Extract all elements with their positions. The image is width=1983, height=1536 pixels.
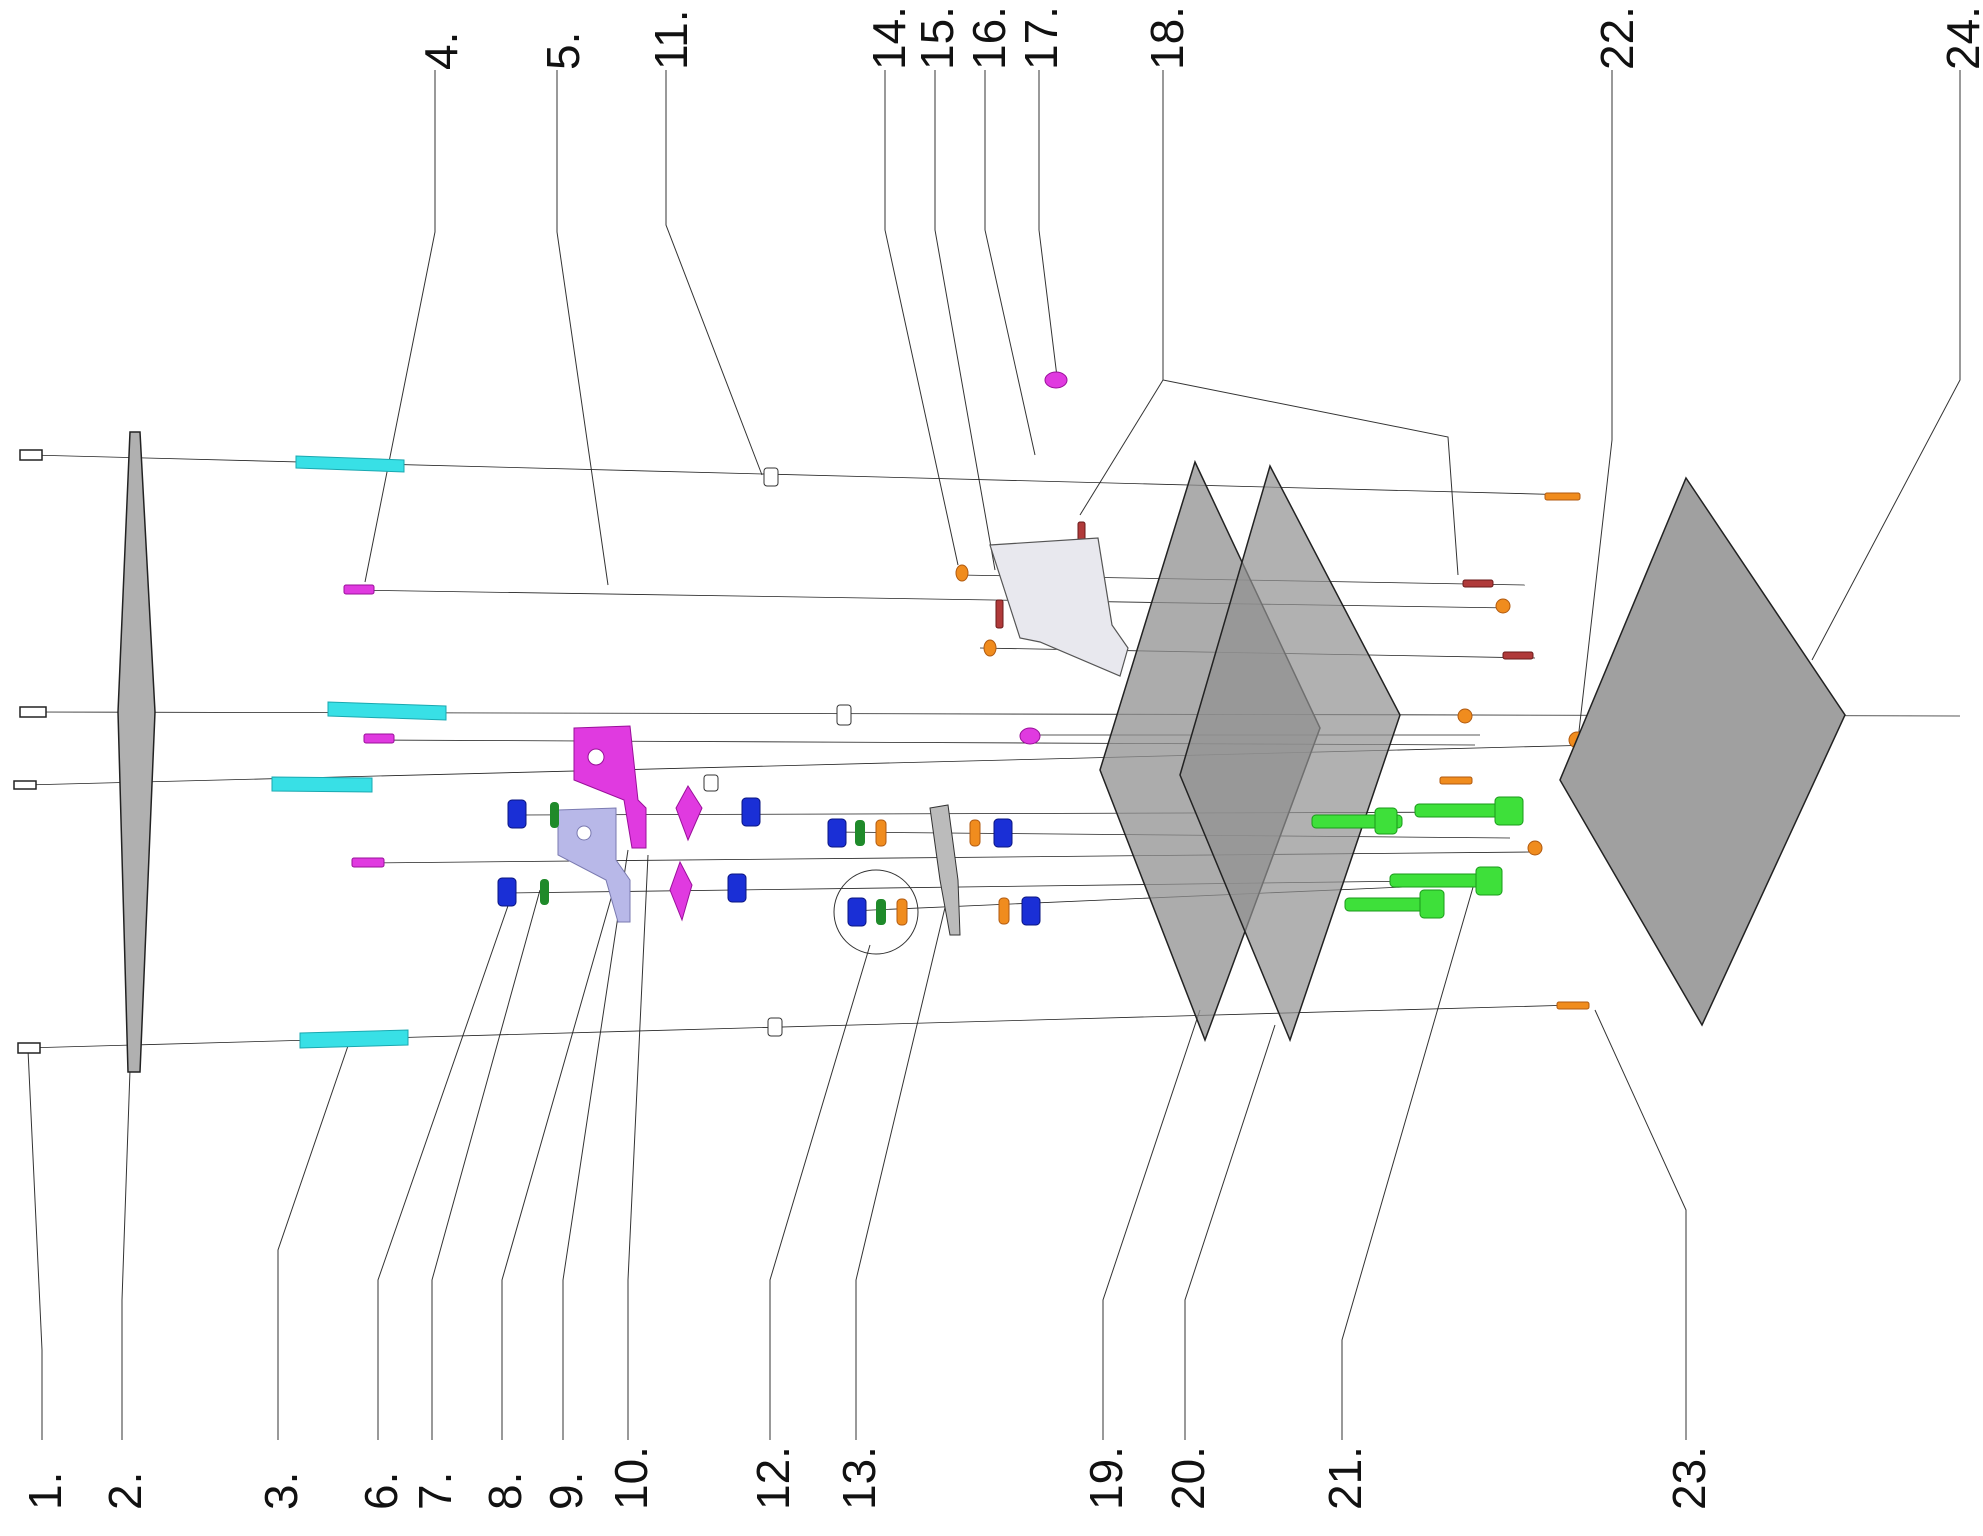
magenta-parts [343, 371, 1068, 922]
cyan-standoffs [271, 455, 447, 1049]
label-top-17: 17. [1015, 6, 1067, 70]
label-top-24: 24. [1937, 6, 1983, 70]
top-plate [117, 431, 156, 1073]
small-nuts [703, 467, 852, 1037]
label-bottom-2: 2. [99, 1471, 151, 1510]
label-bottom-21: 21. [1319, 1446, 1371, 1510]
label-bottom-10: 10. [605, 1446, 657, 1510]
label-top-4: 4. [415, 31, 467, 70]
blue-nuts [497, 797, 1041, 927]
label-top-14: 14. [863, 6, 915, 70]
spacer-bracket [929, 804, 961, 936]
label-bottom-19: 19. [1080, 1446, 1132, 1510]
circle-callout-12 [833, 869, 919, 955]
label-bottom-1: 1. [19, 1471, 71, 1510]
label-bottom-23: 23. [1663, 1446, 1715, 1510]
label-bottom-7: 7. [409, 1471, 461, 1510]
green-bolts [1311, 796, 1524, 919]
label-top-18: 18. [1141, 6, 1193, 70]
clear-bracket [989, 537, 1129, 677]
leader-lines [27, 70, 1961, 1440]
lavender-bracket [557, 807, 631, 923]
label-bottom-9: 9. [540, 1471, 592, 1510]
label-top-11: 11. [645, 9, 697, 70]
screws-item-1 [13, 449, 47, 1054]
label-bottom-8: 8. [479, 1471, 531, 1510]
bottom-plate [1559, 476, 1846, 1027]
label-bottom-3: 3. [255, 1471, 307, 1510]
label-bottom-12: 12. [747, 1446, 799, 1510]
middle-plates [1099, 459, 1401, 1043]
green-washers [540, 802, 886, 925]
label-bottom-6: 6. [355, 1471, 407, 1510]
label-top-5: 5. [537, 31, 589, 70]
label-top-15: 15. [911, 6, 963, 70]
label-top-22: 22. [1591, 6, 1643, 70]
label-bottom-13: 13. [833, 1446, 885, 1510]
label-bottom-20: 20. [1162, 1446, 1214, 1510]
label-top-16: 16. [963, 6, 1015, 70]
